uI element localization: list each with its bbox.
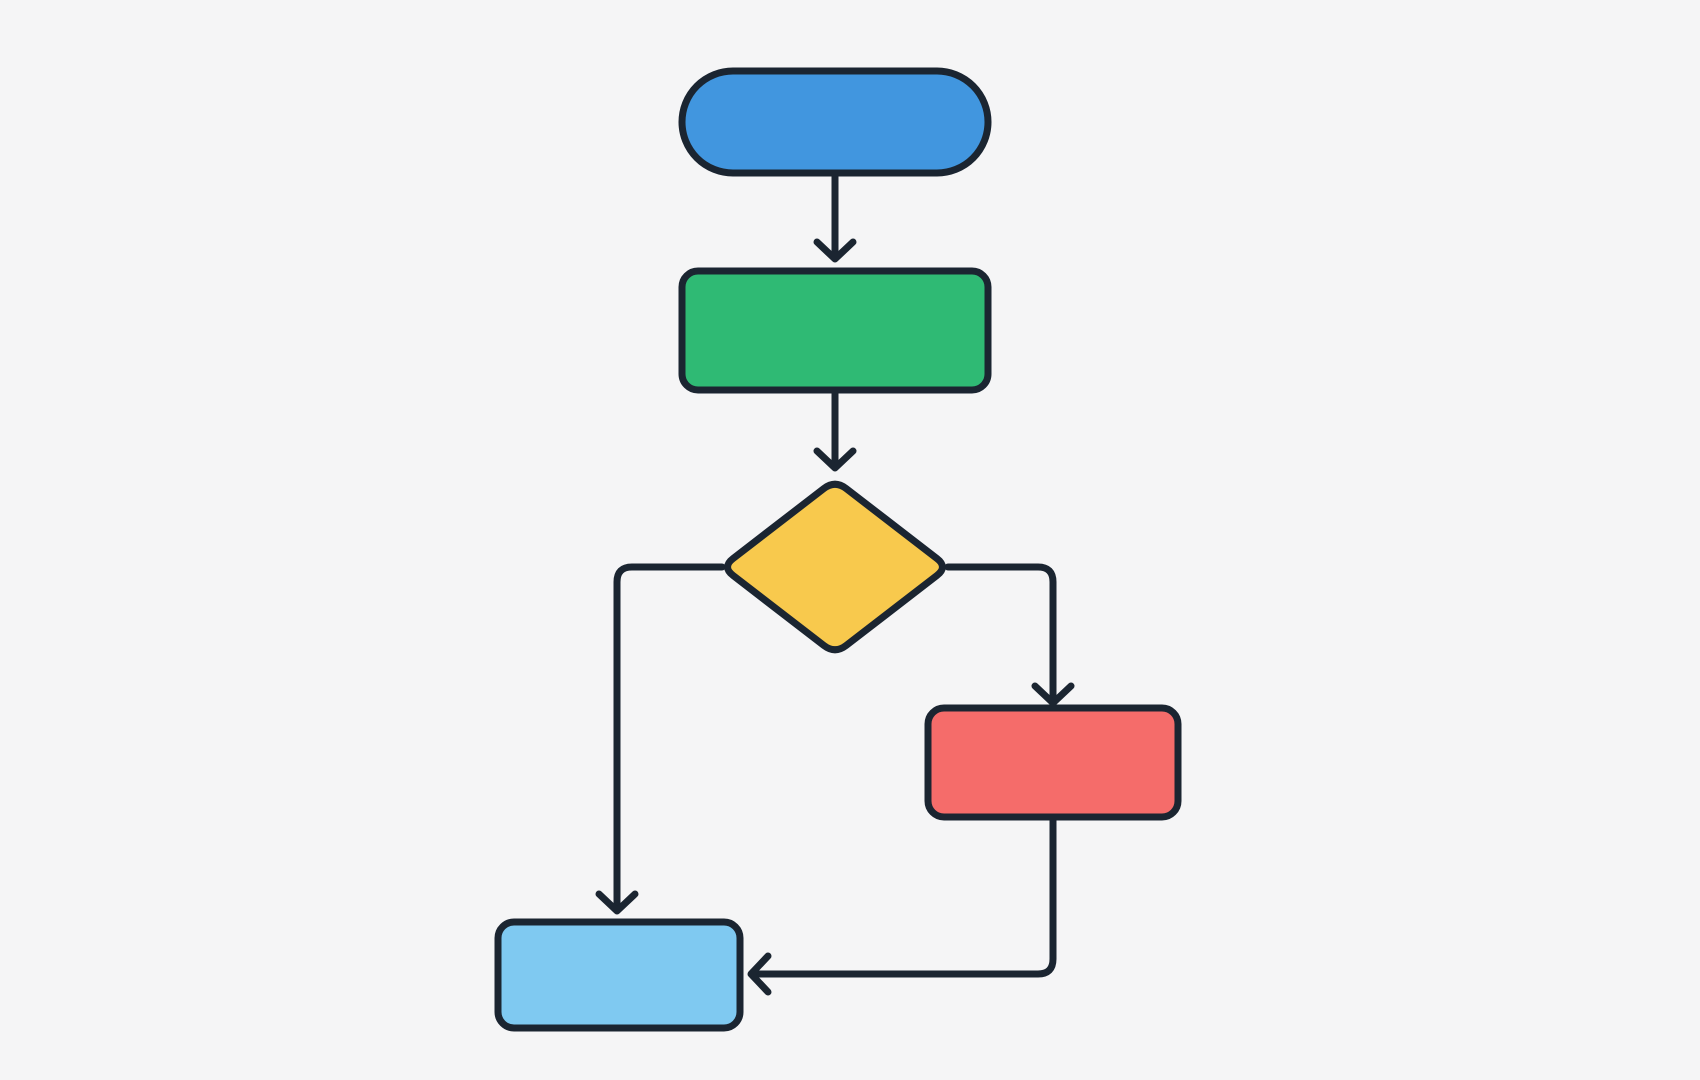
end-node bbox=[494, 918, 744, 1032]
node-group bbox=[494, 67, 1182, 1032]
edge-decision-to-end bbox=[613, 563, 726, 909]
action-node bbox=[924, 704, 1182, 821]
edge-decision-to-end-arrowhead-icon bbox=[595, 890, 639, 915]
start-node bbox=[678, 67, 992, 177]
decision-node bbox=[724, 480, 946, 654]
edge-start-to-process-arrowhead-icon bbox=[813, 238, 857, 263]
edge-decision-to-action-arrowhead-icon bbox=[1031, 682, 1075, 707]
edge-action-to-end-arrowhead-icon bbox=[747, 952, 772, 996]
edge-decision-to-action bbox=[944, 563, 1057, 701]
edge-group bbox=[595, 170, 1075, 996]
process-node bbox=[678, 267, 992, 394]
edge-process-to-decision-arrowhead-icon bbox=[813, 447, 857, 472]
edge-action-to-end bbox=[748, 814, 1057, 978]
